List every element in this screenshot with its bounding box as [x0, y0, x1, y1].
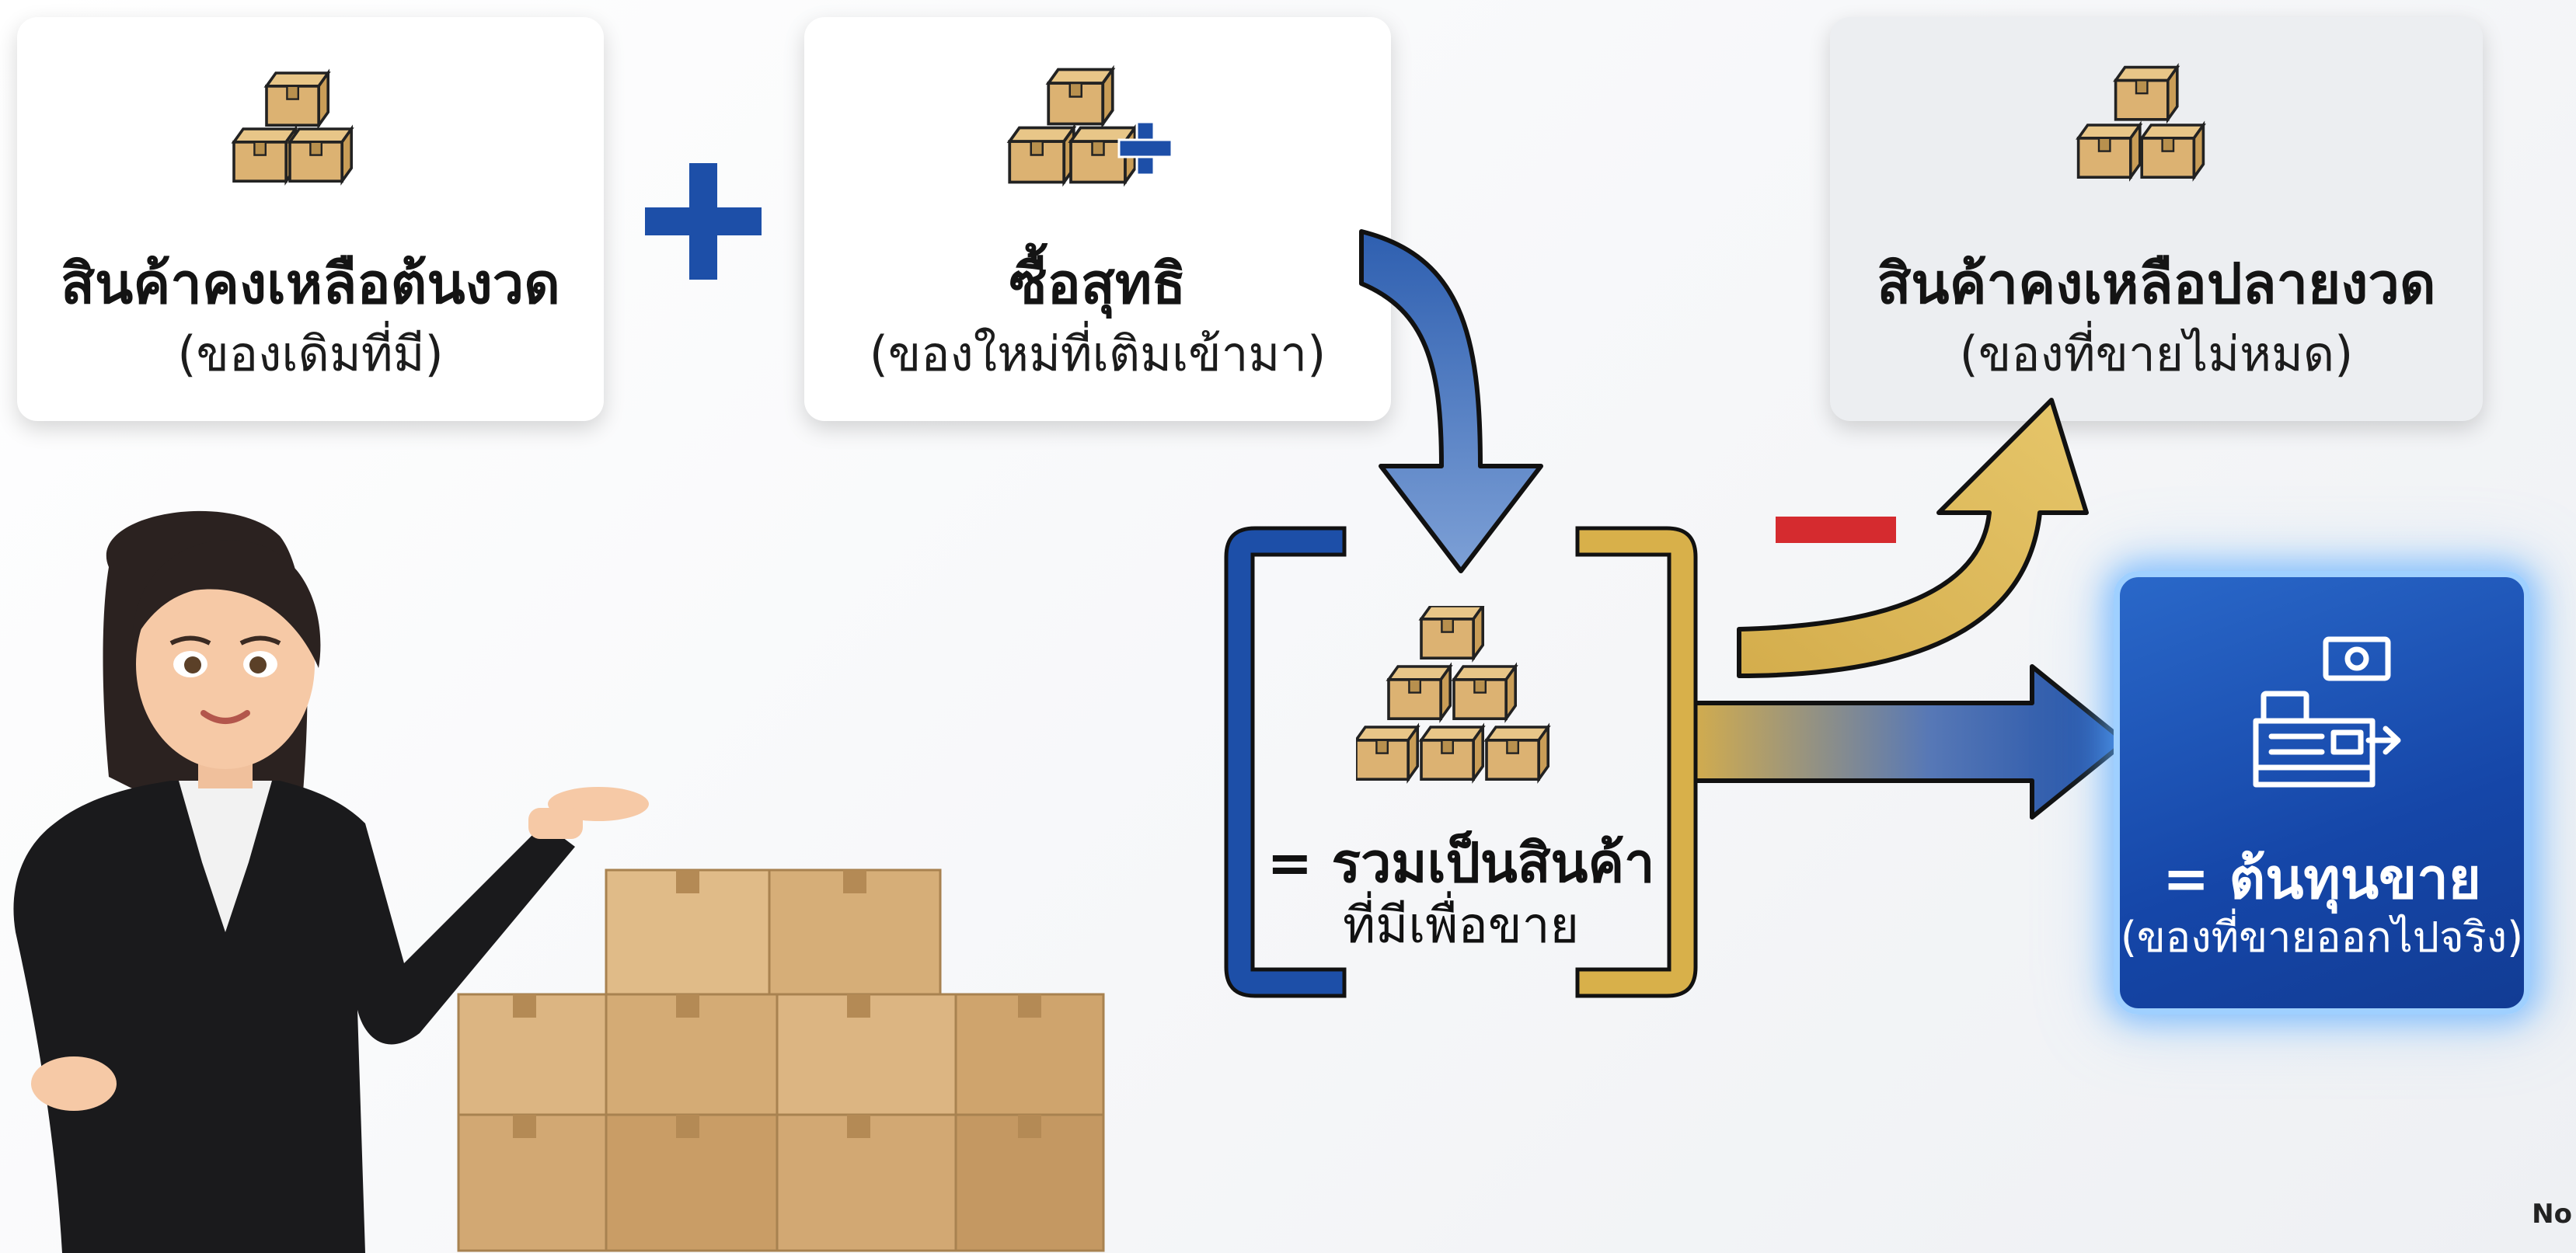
boxes-plus-icon — [1007, 68, 1173, 184]
right-bracket — [1575, 526, 1698, 998]
ending-inventory-subtitle: (ของที่ขายไม่หมด) — [1959, 325, 2354, 382]
ending-inventory-title: สินค้าคงเหลือปลายงวด — [1877, 251, 2436, 316]
cash-register-icon — [2253, 636, 2401, 788]
businesswoman-illustration — [13, 510, 649, 1253]
net-purchases-subtitle: (ของใหม่ที่เติมเข้ามา) — [869, 325, 1326, 382]
up-arrow — [1737, 398, 2089, 678]
down-arrow — [1359, 229, 1543, 573]
opening-inventory-card: สินค้าคงเหลือต้นงวด (ของเดิมที่มี) — [17, 17, 604, 421]
opening-inventory-subtitle: (ของเดิมที่มี) — [177, 325, 444, 382]
left-bracket — [1224, 526, 1347, 998]
watermark-text: No — [2532, 1199, 2572, 1230]
goods-available-line2: ที่มีเพื่อขาย — [1342, 897, 1580, 955]
cost-of-goods-sold-title: = ต้นทุนขาย — [2163, 846, 2481, 911]
stacked-boxes-icon — [1356, 606, 1549, 781]
goods-available-line1: = รวมเป็นสินค้า — [1267, 831, 1655, 895]
ending-inventory-card: สินค้าคงเหลือปลายงวด (ของที่ขายไม่หมด) — [1830, 17, 2483, 421]
minus-icon — [1776, 517, 1896, 543]
right-arrow — [1688, 664, 2128, 820]
plus-icon — [645, 163, 762, 280]
cardboard-boxes-illustration — [457, 868, 1105, 1252]
cost-of-goods-sold-card: = ต้นทุนขาย (ของที่ขายออกไปจริง) — [2114, 571, 2530, 1015]
cost-of-goods-sold-subtitle: (ของที่ขายออกไปจริง) — [2120, 913, 2524, 962]
net-purchases-card: ซื้อสุทธิ (ของใหม่ที่เติมเข้ามา) — [804, 17, 1391, 421]
opening-inventory-title: สินค้าคงเหลือต้นงวด — [61, 251, 560, 316]
net-purchases-title: ซื้อสุทธิ — [1009, 251, 1187, 316]
